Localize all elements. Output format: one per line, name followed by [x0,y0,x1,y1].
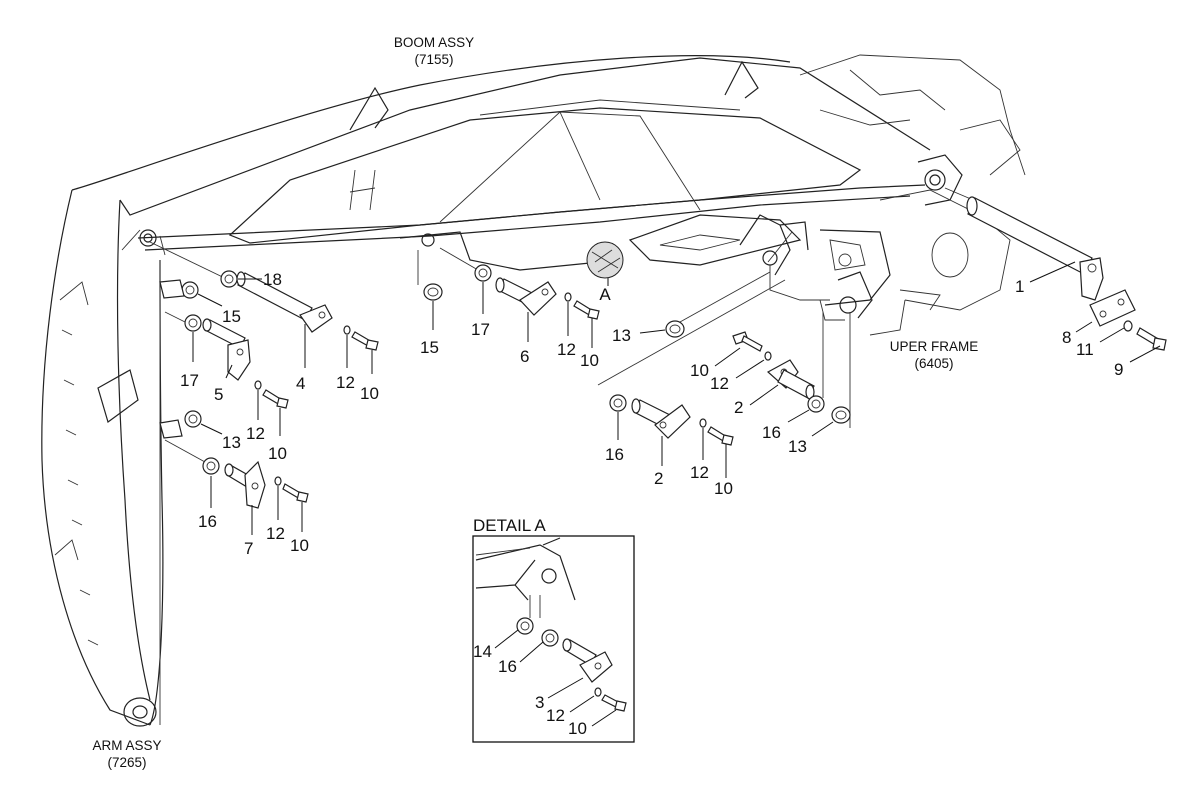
bolt-10-pin4 [351,331,379,374]
callout-17-center: 17 [471,320,490,339]
detail-callout-16: 16 [498,657,517,676]
ring-13-right [811,406,851,437]
ring-13-center [639,271,771,338]
callout-13-center: 13 [612,326,631,345]
callout-16-center: 16 [605,445,624,464]
ring-17-left [164,311,202,362]
bolt-10-upper [714,331,763,367]
callout-numbers: 18 15 17 5 4 12 10 13 12 10 16 7 12 10 1… [180,270,1123,738]
boom-assy-code: (7155) [414,52,453,67]
arm-assy-code: (7265) [107,755,146,770]
plate-8 [1075,289,1136,333]
callout-8: 8 [1062,328,1071,347]
washer-12-pin7 [274,476,282,520]
ring-15-center [417,250,443,330]
washer-12-pin5 [254,380,262,420]
boom-assembly [71,55,931,271]
assembly-labels: BOOM ASSY (7155) ARM ASSY (7265) UPER FR… [92,35,978,770]
guide-lines-bracket [597,231,851,428]
callout-15-center: 15 [420,338,439,357]
callout-6: 6 [520,347,529,366]
upper-frame-code: (6405) [914,356,953,371]
callout-13-left: 13 [222,433,241,452]
detail-a-box [472,535,635,743]
ring-13-left [159,410,223,439]
arm-assembly [41,189,164,727]
bolt-10-pin7 [282,483,309,532]
bolt-9 [1129,327,1167,363]
detail-a-title: DETAIL A [473,516,546,535]
ring-18 [220,270,262,288]
callout-12-pin2: 12 [690,463,709,482]
callout-2-upper: 2 [734,398,743,417]
callout-10-pin5: 10 [268,444,287,463]
callout-10-pin4: 10 [360,384,379,403]
callout-18: 18 [263,270,282,289]
ring-17-center [439,247,492,314]
callout-9: 9 [1114,360,1123,379]
detail-a-indicator [586,241,624,286]
callout-16-left: 16 [198,512,217,531]
callout-11: 11 [1076,340,1094,359]
bolt-10-pin6 [573,300,600,348]
callout-12-pin4: 12 [336,373,355,392]
pin-1 [944,187,1104,301]
ring-16-left [164,439,220,508]
bolt-10-pin2 [707,426,734,478]
callout-10-upper: 10 [690,361,709,380]
callout-12-pin6: 12 [557,340,576,359]
pin-6 [495,277,557,342]
callout-12-pin7: 12 [266,524,285,543]
washer-12-pin6 [564,292,572,336]
callout-10-pin7: 10 [290,536,309,555]
detail-callout-14: 14 [473,642,492,661]
callout-10-pin6: 10 [580,351,599,370]
ring-15-left [159,279,223,307]
upper-frame-label: UPER FRAME [890,339,979,354]
detail-callout-10: 10 [568,719,587,738]
washer-11 [1099,320,1133,343]
arm-assy-label: ARM ASSY [92,738,161,753]
callout-7: 7 [244,539,253,558]
callout-10-pin2: 10 [714,479,733,498]
pin-5 [202,318,251,381]
callout-13-right: 13 [788,437,807,456]
callout-4: 4 [296,374,305,393]
detail-callout-3: 3 [535,693,544,712]
callout-1: 1 [1015,277,1024,296]
pin-7 [224,460,266,535]
callout-5: 5 [214,385,223,404]
callout-12-upper: 12 [710,374,729,393]
callout-2-lower: 2 [654,469,663,488]
boom-assy-label: BOOM ASSY [394,35,474,50]
pin-2-lower [631,398,691,466]
washer-12-pin2 [699,418,707,460]
pin-2-upper [749,359,815,406]
callout-17-left: 17 [180,371,199,390]
bolt-10-pin5 [262,389,289,436]
ring-16-center [609,394,627,440]
detail-a-marker: A [599,285,611,304]
washer-12-upper [735,351,772,379]
ring-16-right [787,395,825,423]
upper-frame-background [799,54,1026,336]
pin-4 [149,241,333,368]
washer-12-pin4 [343,325,351,368]
callout-16-right: 16 [762,423,781,442]
center-frame [628,214,891,321]
detail-callout-12: 12 [546,706,565,725]
callout-15-left: 15 [222,307,241,326]
callout-12-pin5: 12 [246,424,265,443]
